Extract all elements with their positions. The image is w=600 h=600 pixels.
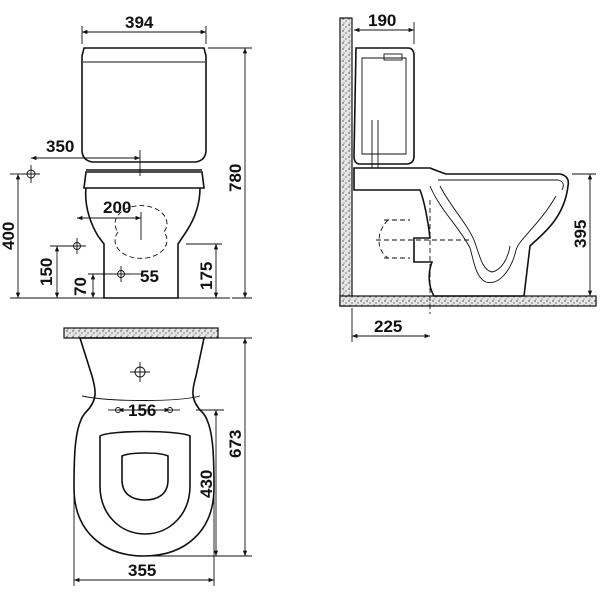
front-outlet-crosshair xyxy=(112,266,130,282)
dim-total-height: 780 xyxy=(208,47,252,299)
dim-tank-depth: 190 xyxy=(354,11,415,44)
dim-outlet-height-label: 70 xyxy=(71,277,90,296)
dim-tank-width: 394 xyxy=(81,13,207,44)
side-wall xyxy=(339,17,353,307)
dim-outlet-wall-distance-label: 225 xyxy=(374,317,402,336)
dim-outlet-width: 200 xyxy=(77,198,142,240)
dim-pan-height-label: 175 xyxy=(197,262,216,290)
dim-outlet-diameter: 55 xyxy=(128,267,159,286)
top-view: 156 673 430 355 xyxy=(63,327,252,586)
dim-tank-width-label: 394 xyxy=(125,13,154,32)
front-outlet-dashed xyxy=(114,205,168,259)
side-view: 190 395 225 xyxy=(339,11,597,342)
dim-outlet-wall-distance: 225 xyxy=(351,308,430,342)
top-wall xyxy=(63,327,219,339)
top-body-outline xyxy=(73,337,215,557)
side-tank-outline xyxy=(353,47,415,165)
dim-top-width-label: 355 xyxy=(128,561,156,580)
top-inlet-crosshair xyxy=(130,362,150,382)
dim-total-height-label: 780 xyxy=(226,164,245,192)
front-view: 394 350 200 780 400 xyxy=(0,13,252,299)
dim-inlet-height-label: 400 xyxy=(0,222,18,250)
top-seat-opening xyxy=(121,452,169,501)
dim-total-length: 673 xyxy=(150,337,252,557)
side-bowl-outline xyxy=(353,167,570,297)
dim-inlet-offset: 350 xyxy=(31,137,141,176)
front-inlet-crosshair xyxy=(22,165,40,183)
top-seat-outline xyxy=(99,430,191,535)
dim-pan-height: 175 xyxy=(186,243,222,298)
dim-outlet-center-height-label: 395 xyxy=(571,220,590,248)
side-rim xyxy=(438,179,564,191)
dim-fixing-spacing-label: 156 xyxy=(128,401,156,420)
dim-outlet-width-label: 200 xyxy=(103,198,131,217)
top-tank-line xyxy=(81,395,201,401)
dim-fixing-height-label: 150 xyxy=(37,258,56,286)
dim-seat-length: 430 xyxy=(196,409,224,556)
front-tank-outline xyxy=(81,47,207,163)
side-tank-button xyxy=(383,53,403,61)
dim-total-length-label: 673 xyxy=(226,430,245,458)
dim-outlet-diameter-label: 55 xyxy=(140,267,159,286)
front-bowl-rim xyxy=(83,171,205,189)
dim-inlet-offset-label: 350 xyxy=(46,137,74,156)
dim-top-width: 355 xyxy=(73,490,215,586)
dim-seat-length-label: 430 xyxy=(197,470,216,498)
dim-outlet-center-height: 395 xyxy=(571,173,596,296)
dim-fixing-height: 150 xyxy=(37,245,70,298)
dim-outlet-height: 70 xyxy=(71,273,112,298)
dim-tank-depth-label: 190 xyxy=(368,11,396,30)
side-bowl-trap-inner xyxy=(439,185,511,273)
side-floor xyxy=(339,295,597,307)
side-tank-inner xyxy=(361,57,407,155)
dim-inlet-height: 400 xyxy=(0,173,62,299)
front-fixing-crosshair xyxy=(68,238,86,254)
dim-fixing-spacing: 156 xyxy=(118,401,170,420)
side-outlet-dashed xyxy=(378,219,410,259)
side-bowl-trap xyxy=(429,185,557,283)
